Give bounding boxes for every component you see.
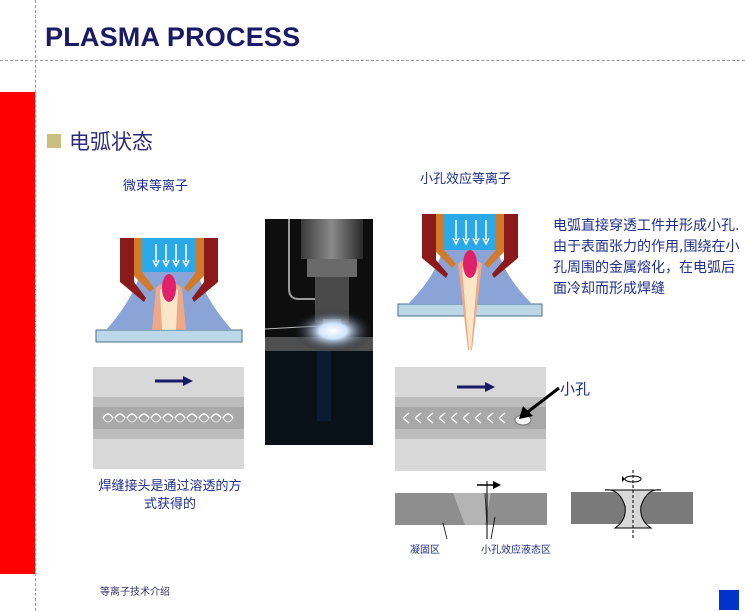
plasma-welding-photo [264,219,373,445]
footer-text: 等离子技术介绍 [100,587,170,598]
keyhole-description: 电弧直接穿透工件并形成小孔. 由于表面张力的作用,围绕在小孔周围的金属熔化，在电… [553,218,740,297]
solidified-zone-label: 凝固区 [410,545,440,556]
section-heading: 电弧状态 [69,130,153,154]
page-title: PLASMA PROCESS [45,22,301,52]
keyhole-label: 小孔 [560,380,591,398]
left-accent-bar [0,92,35,574]
bullet-square-icon [47,134,61,148]
header-divider [0,60,745,61]
micro-plasma-caption: 微束等离子 [123,179,189,194]
keyhole-weld-seam-image [395,367,546,471]
conduction-weld-seam-image [93,367,244,469]
weld-joint-note: 焊缝接头是通过溶透的方式获得的 [98,479,242,512]
keyhole-liquid-zone-label: 小孔效应液态区 [481,545,551,556]
micro-plasma-torch-diagram [95,238,243,343]
keyhole-pointer-arrow [519,386,560,419]
left-divider [35,0,36,611]
keyhole-funnel-diagram [571,470,693,540]
keyhole-plasma-torch-diagram [397,214,543,350]
keyhole-cross-section-diagram [395,481,547,540]
keyhole-plasma-caption: 小孔效应等离子 [420,172,512,187]
corner-square [719,590,739,610]
